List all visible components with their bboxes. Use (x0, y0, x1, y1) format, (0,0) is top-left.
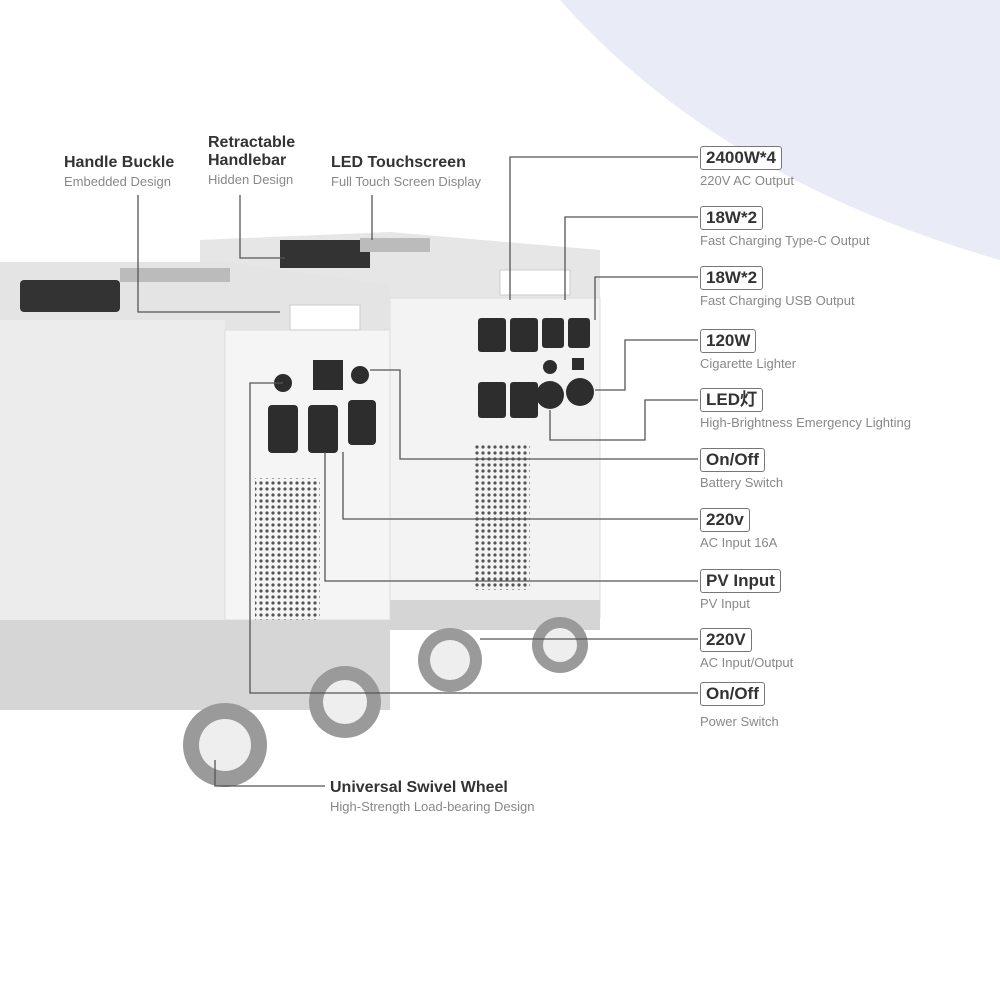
spec-value: PV Input (700, 569, 781, 593)
front-power-station (0, 262, 391, 787)
spec-value: 2400W*4 (700, 146, 782, 170)
spec-value: 220v (700, 508, 750, 532)
feature-swivel-wheel: Universal Swivel Wheel High-Strength Loa… (330, 778, 535, 814)
spec-description: Fast Charging USB Output (700, 293, 855, 308)
spec-ac-output: 2400W*4 220V AC Output (700, 146, 794, 188)
spec-description: Fast Charging Type-C Output (700, 233, 870, 248)
spec-value: 18W*2 (700, 266, 764, 290)
feature-retractable-handlebar: Retractable Handlebar Hidden Design (208, 134, 295, 187)
spec-value: 220V (700, 628, 752, 652)
spec-description: Battery Switch (700, 475, 784, 490)
spec-description: High-Brightness Emergency Lighting (700, 415, 911, 430)
background-swoosh (560, 0, 1000, 260)
spec-value: LED灯 (700, 388, 763, 412)
spec-ac-input: 220v AC Input 16A (700, 508, 777, 550)
feature-subtitle: High-Strength Load-bearing Design (330, 799, 535, 814)
spec-value: 120W (700, 329, 757, 353)
spec-value: On/Off (700, 448, 765, 472)
feature-title: Handle Buckle (64, 154, 175, 171)
feature-title: Retractable Handlebar (208, 134, 296, 169)
feature-title: LED Touchscreen (331, 154, 466, 171)
feature-subtitle: Embedded Design (64, 174, 171, 189)
spec-led-light: LED灯 High-Brightness Emergency Lighting (700, 388, 911, 430)
feature-subtitle: Hidden Design (208, 172, 294, 187)
spec-pv-input: PV Input PV Input (700, 569, 781, 611)
feature-led-touchscreen: LED Touchscreen Full Touch Screen Displa… (331, 153, 481, 189)
feature-subtitle: Full Touch Screen Display (331, 174, 482, 189)
spec-ac-input-output: 220V AC Input/Output (700, 628, 793, 670)
back-power-station (200, 232, 601, 692)
spec-description: PV Input (700, 596, 750, 611)
spec-description: Power Switch (700, 714, 779, 729)
spec-value: 18W*2 (700, 206, 764, 230)
spec-description: Cigarette Lighter (700, 356, 797, 371)
leader-lines (137, 156, 698, 787)
feature-title: Universal Swivel Wheel (330, 779, 508, 796)
feature-handle-buckle: Handle Buckle Embedded Design (64, 153, 174, 189)
spec-description: AC Input 16A (700, 535, 778, 550)
spec-value: On/Off (700, 682, 765, 706)
spec-cigarette-lighter: 120W Cigarette Lighter (700, 329, 796, 371)
spec-description: 220V AC Output (700, 173, 794, 188)
spec-description: AC Input/Output (700, 655, 794, 670)
